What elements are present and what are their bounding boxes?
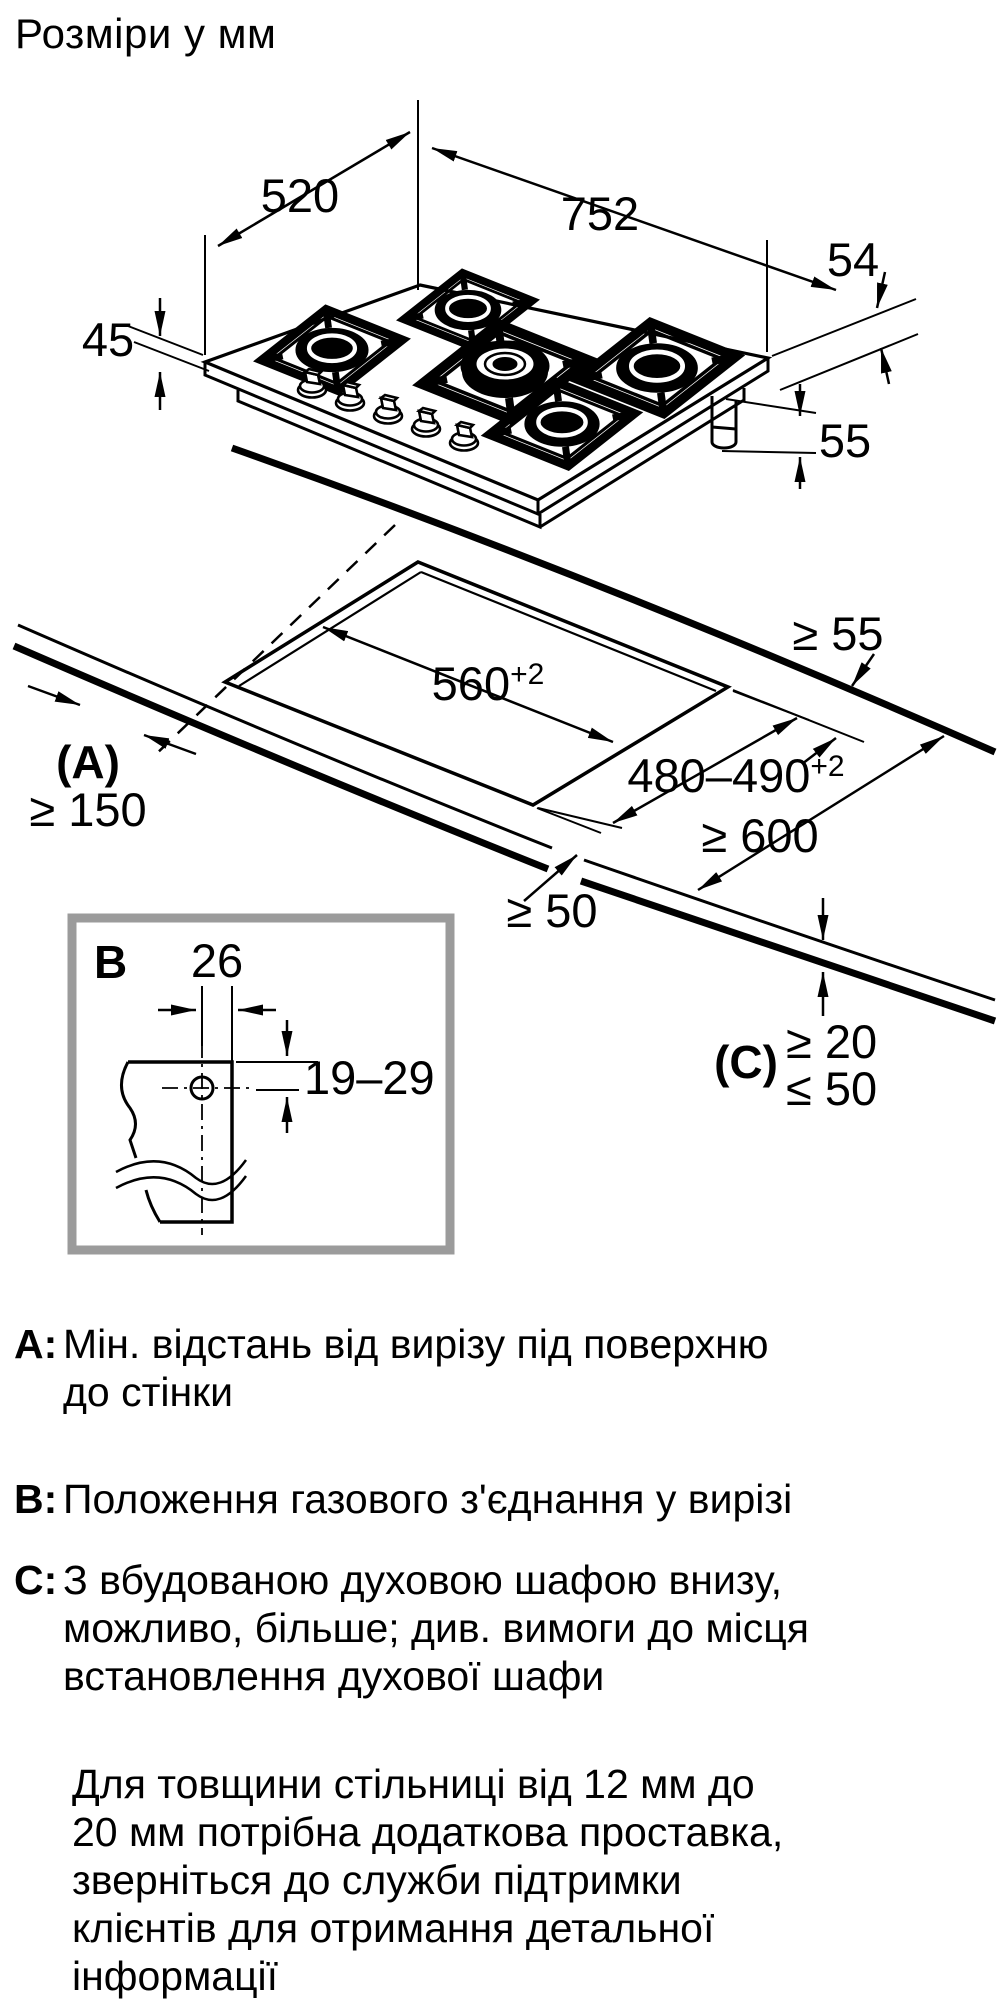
- dim-54-label: 54: [827, 233, 879, 286]
- dim-cutout-width-label: 560+2: [432, 657, 545, 710]
- note-c-text: З вбудованою духовою шафою внизу, можлив…: [63, 1557, 809, 1699]
- dim-a-value-label: ≥ 150: [29, 783, 146, 836]
- worktop-front-edge: [12, 623, 997, 1025]
- dim-752: [431, 146, 837, 352]
- knob-5: [448, 420, 480, 452]
- dim-a-key-label: (A): [56, 736, 120, 788]
- note-a-key: A:: [14, 1321, 58, 1367]
- hob-body-skirt: [236, 388, 746, 530]
- note-c: C: З вбудованою духовою шафою внизу, мож…: [14, 1556, 954, 1700]
- knob-4: [410, 406, 442, 438]
- footnote: Для товщини стільниці від 12 мм до 20 мм…: [72, 1761, 784, 1999]
- dim-worktop-depth: [697, 734, 945, 892]
- knob-3: [372, 393, 404, 425]
- note-a-text: Мін. відстань від вирізу під поверхню до…: [63, 1321, 769, 1415]
- note-c-key: C:: [14, 1557, 58, 1603]
- dim-c-min-label: ≥ 20: [786, 1015, 877, 1068]
- dim-gas-depth-19-29: [236, 1020, 318, 1133]
- wok-ring: [460, 340, 550, 392]
- dim-55-label: 55: [819, 414, 871, 467]
- dim-55: [721, 384, 817, 489]
- gas-pipe-icon: [710, 396, 738, 450]
- dim-gas-offset-26: [158, 986, 276, 1062]
- dim-gas-offset-label: 26: [191, 934, 243, 987]
- dim-752-label: 752: [561, 187, 639, 240]
- installation-drawing: 520 752 54 45 55 560+2: [12, 100, 997, 1255]
- burner-left: [261, 309, 402, 391]
- alignment-dashed-line: [151, 524, 396, 759]
- note-b-key: B:: [14, 1476, 58, 1522]
- dim-cutout-width: [322, 625, 614, 744]
- note-a: A: Мін. відстань від вирізу під поверхню…: [14, 1320, 954, 1416]
- detail-b-box: B 26 19–29: [67, 913, 455, 1255]
- dim-45: [127, 298, 210, 410]
- detail-b-profile: [115, 1042, 250, 1235]
- dim-rear-clearance-label: ≥ 55: [792, 607, 883, 660]
- dim-gas-depth-label: 19–29: [304, 1051, 435, 1104]
- dim-45-label: 45: [82, 313, 134, 366]
- note-b-text: Положення газового з'єднання у вирізі: [63, 1476, 793, 1522]
- dim-520: [204, 100, 419, 355]
- dim-520-label: 520: [261, 169, 339, 222]
- dim-front-clearance: [523, 807, 602, 902]
- dim-c-key-label: (C): [714, 1036, 778, 1088]
- page-title: Розміри у мм: [15, 10, 277, 57]
- dim-54: [771, 271, 919, 391]
- burner-back-left: [404, 273, 533, 347]
- dim-c-max-label: ≤ 50: [786, 1062, 877, 1115]
- detail-b-label: B: [94, 936, 127, 988]
- dim-worktop-depth-label: ≥ 600: [701, 809, 818, 862]
- dim-front-clearance-label: ≥ 50: [506, 884, 597, 937]
- worktop-wall-line: [230, 444, 997, 756]
- note-b: B: Положення газового з'єднання у вирізі: [14, 1475, 954, 1523]
- dim-side-clearance-a: [27, 684, 197, 756]
- hob-isometric-view: [200, 273, 773, 530]
